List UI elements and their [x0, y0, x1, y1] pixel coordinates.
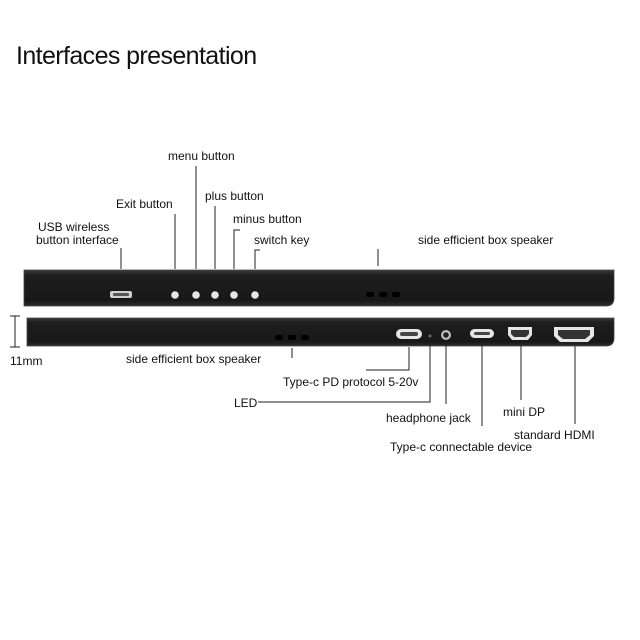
mini-dp-port-icon — [508, 327, 532, 340]
speaker-top-label: side efficient box speaker — [418, 233, 554, 247]
usb-wireless-label-line1: USB wireless — [38, 220, 110, 234]
headphone-jack-icon — [441, 330, 451, 340]
typec-connectable-label: Type-c connectable device — [390, 440, 533, 454]
device-top-side — [23, 269, 615, 307]
button-row — [171, 291, 259, 299]
plus-button-label: plus button — [205, 189, 264, 203]
leader-typec-pd — [366, 347, 410, 371]
device-bottom-side — [26, 317, 615, 347]
thickness-label: 11mm — [10, 354, 43, 368]
speaker-grille-bottom-icon — [275, 335, 309, 340]
switch-key-label: switch key — [254, 233, 310, 247]
exit-button-icon — [171, 291, 179, 299]
menu-button-icon — [192, 291, 200, 299]
usb-port-icon — [110, 291, 132, 298]
speaker-bottom-label: side efficient box speaker — [126, 352, 262, 366]
headphone-jack-label: headphone jack — [386, 411, 471, 425]
menu-button-label: menu button — [168, 149, 235, 163]
page-title: Interfaces presentation — [16, 42, 257, 70]
switch-key-icon — [251, 291, 259, 299]
minus-button-label: minus button — [233, 212, 302, 226]
minus-button-icon — [230, 291, 238, 299]
led-label: LED — [234, 396, 258, 410]
leader-lines — [120, 166, 576, 426]
typec-connectable-port-icon — [470, 329, 494, 338]
plus-button-icon — [211, 291, 219, 299]
standard-hdmi-label: standard HDMI — [514, 428, 595, 442]
mini-dp-label: mini DP — [503, 405, 546, 419]
typec-pd-port-icon — [396, 329, 422, 339]
exit-button-label: Exit button — [116, 197, 173, 211]
leader-minus — [233, 229, 240, 269]
leader-switch — [254, 249, 260, 269]
hdmi-port-icon — [554, 327, 594, 342]
led-icon — [428, 334, 432, 338]
thickness-bracket — [10, 315, 20, 348]
usb-wireless-label-line2: button interface — [36, 233, 119, 247]
speaker-grille-top-icon — [366, 292, 400, 297]
leader-led — [258, 342, 431, 403]
typec-pd-label: Type-c PD protocol 5-20v — [283, 375, 419, 389]
